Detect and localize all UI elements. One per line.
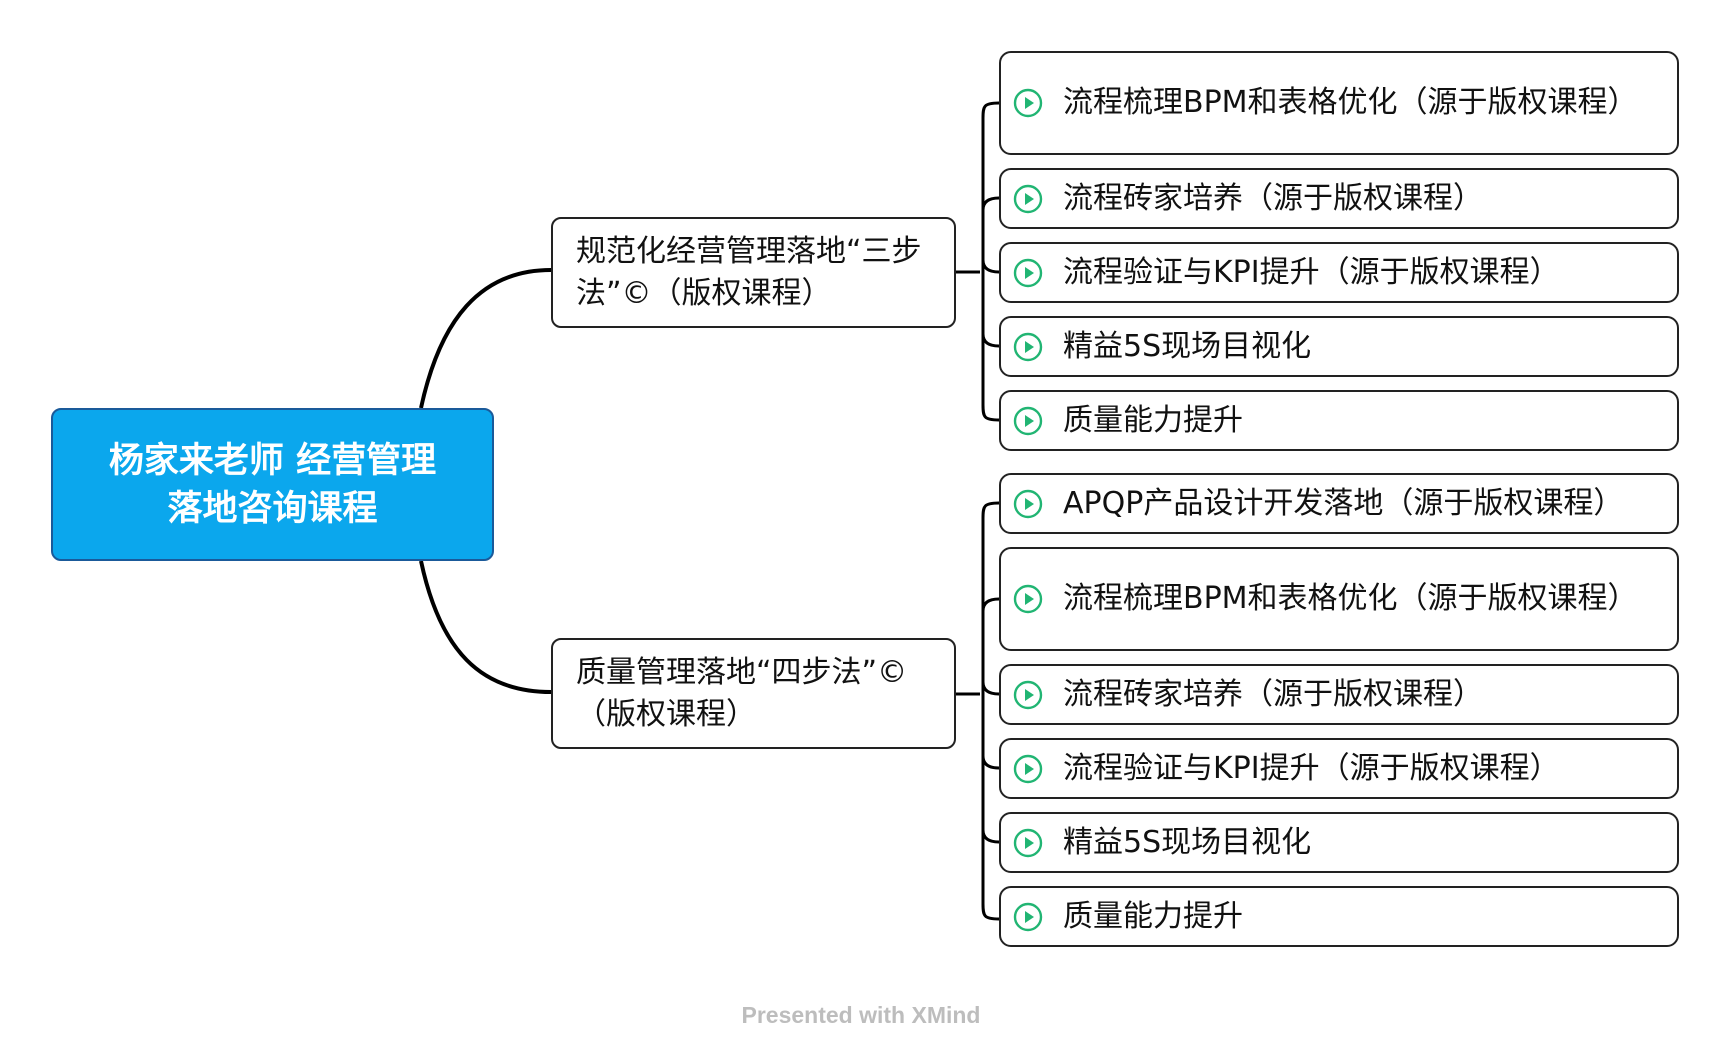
play-circle-icon [1013, 680, 1043, 709]
leaf-topic-label: 流程验证与KPI提升（源于版权课程） [1063, 254, 1560, 290]
play-circle-icon [1013, 828, 1043, 857]
branch-topic-2[interactable]: 质量管理落地“四步法”©（版权课程） [551, 638, 956, 749]
xmind-watermark: Presented with XMind [741, 1002, 981, 1028]
leaf-topic-label: 流程梳理BPM和表格优化（源于版权课程） [1063, 85, 1638, 120]
leaf-topic-label: 流程砖家培养（源于版权课程） [1063, 676, 1483, 712]
play-circle-icon [1013, 902, 1043, 931]
leaf-topic-label: 精益5S现场目视化 [1063, 824, 1312, 860]
leaf-topic-label: APQP产品设计开发落地（源于版权课程） [1063, 485, 1624, 521]
branch-topic-label: 质量管理落地“四步法”©（版权课程） [576, 654, 908, 732]
root-topic-label: 杨家来老师 经营管理落地咨询课程 [108, 440, 437, 529]
leaf-topic-label: 流程验证与KPI提升（源于版权课程） [1063, 750, 1560, 786]
leaf-topic-label: 流程砖家培养（源于版权课程） [1063, 180, 1483, 216]
leaf-topic[interactable]: 质量能力提升 [999, 886, 1679, 947]
play-circle-icon [1013, 406, 1043, 435]
leaf-topic[interactable]: APQP产品设计开发落地（源于版权课程） [999, 473, 1679, 534]
root-topic[interactable]: 杨家来老师 经营管理落地咨询课程 [51, 408, 494, 561]
leaf-topic[interactable]: 精益5S现场目视化 [999, 812, 1679, 873]
leaf-topic-label: 流程梳理BPM和表格优化（源于版权课程） [1063, 581, 1638, 616]
connector-branch-1-spine [981, 101, 1000, 422]
leaf-topic[interactable]: 流程砖家培养（源于版权课程） [999, 664, 1679, 725]
play-circle-icon [1013, 184, 1043, 213]
connector-branch-1-leaf-2 [981, 196, 1000, 211]
play-circle-icon [1013, 754, 1043, 783]
play-circle-icon [1013, 258, 1043, 287]
connector-branch-1-leaf-4 [981, 333, 1000, 348]
connector-root-branch-1 [419, 268, 552, 409]
leaf-topic[interactable]: 流程验证与KPI提升（源于版权课程） [999, 738, 1679, 799]
connector-branch-2-leaf-2 [981, 597, 1000, 612]
connector-branch-2-spine [981, 501, 1000, 921]
play-circle-icon [1013, 88, 1043, 118]
leaf-topic-label: 质量能力提升 [1063, 898, 1243, 934]
play-circle-icon [1013, 332, 1043, 361]
play-circle-icon [1013, 584, 1043, 614]
leaf-topic[interactable]: 质量能力提升 [999, 390, 1679, 451]
play-circle-icon [1013, 489, 1043, 518]
leaf-topic[interactable]: 流程梳理BPM和表格优化（源于版权课程） [999, 547, 1679, 651]
connector-branch-1-leaf-3 [981, 259, 1000, 274]
connector-branch-2-leaf-5 [981, 829, 1000, 844]
leaf-topic[interactable]: 流程验证与KPI提升（源于版权课程） [999, 242, 1679, 303]
leaf-topic[interactable]: 流程砖家培养（源于版权课程） [999, 168, 1679, 229]
leaf-topic[interactable]: 精益5S现场目视化 [999, 316, 1679, 377]
branch-topic-1[interactable]: 规范化经营管理落地“三步法”©（版权课程） [551, 217, 956, 328]
branch-topic-label: 规范化经营管理落地“三步法”©（版权课程） [576, 233, 922, 311]
connector-branch-2-leaf-3 [981, 681, 1000, 696]
connector-root-branch-2 [419, 560, 552, 694]
leaf-topic-label: 质量能力提升 [1063, 402, 1243, 438]
leaf-topic[interactable]: 流程梳理BPM和表格优化（源于版权课程） [999, 51, 1679, 155]
connector-branch-2-leaf-4 [981, 755, 1000, 770]
leaf-topic-label: 精益5S现场目视化 [1063, 328, 1312, 364]
